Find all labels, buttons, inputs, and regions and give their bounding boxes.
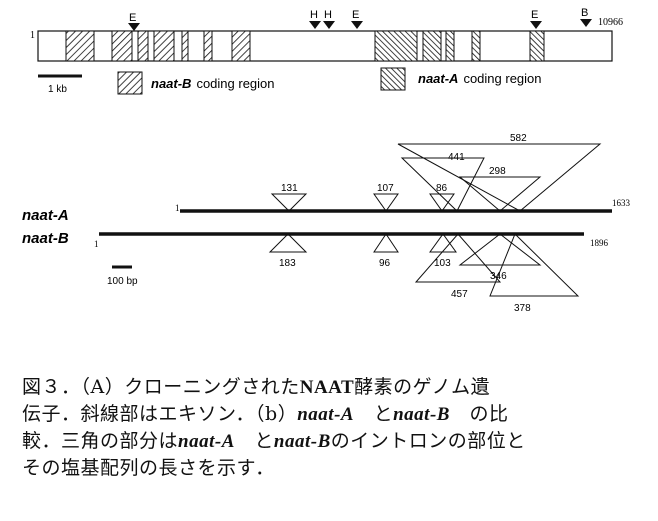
- scale-bar-1kb-label: 1 kb: [48, 84, 67, 95]
- caption-line: 図３．（A）クローニングされたNAAT酵素のゲノム遺: [22, 374, 642, 401]
- caption-text: 較．三角の部分は: [22, 430, 179, 452]
- intron-length-label: 298: [489, 166, 506, 177]
- naat-b-intron-labels: 183 96 103 346 457 378: [279, 258, 531, 314]
- intron-triangle: [458, 176, 542, 212]
- caption-text: と: [354, 403, 394, 425]
- naat-a-end-label: 1633: [612, 198, 631, 208]
- caption-text: の比: [449, 403, 509, 425]
- intron-triangle: [373, 233, 399, 253]
- caption-line: 伝子．斜線部はエキソン．（b）naat-A とnaat-B の比: [22, 401, 642, 428]
- intron-triangle: [397, 143, 602, 212]
- site-marker: H: [309, 9, 321, 29]
- exon-a: [445, 30, 455, 62]
- caption-text: naat-A: [297, 404, 355, 425]
- intron-triangle: [414, 233, 502, 283]
- intron-triangle: [489, 233, 580, 297]
- gene-start-label: 1: [30, 30, 35, 41]
- gene-bar: [37, 30, 613, 62]
- triangle-marker-icon: [580, 19, 592, 27]
- exon-a: [529, 30, 545, 62]
- scale-bar-100bp-label: 100 bp: [107, 276, 138, 287]
- naat-a-gene-label: naat-A: [22, 207, 69, 224]
- gene-end-label: 10966: [598, 17, 623, 28]
- site-marker: B: [580, 7, 592, 27]
- site-label: H: [310, 9, 318, 21]
- intron-length-label: 346: [490, 271, 507, 282]
- intron-length-label: 131: [281, 183, 298, 194]
- triangle-marker-icon: [323, 21, 335, 29]
- caption-text: と: [234, 430, 274, 452]
- intron-length-label: 582: [510, 133, 527, 144]
- caption-text: その塩基配列の長さを示す．: [22, 457, 275, 479]
- site-label: E: [352, 9, 359, 21]
- caption-line: その塩基配列の長さを示す．: [22, 455, 642, 481]
- naat-a-introns: [270, 143, 602, 212]
- triangle-marker-icon: [309, 21, 321, 29]
- exon-a: [422, 30, 442, 62]
- triangle-marker-icon: [530, 21, 542, 29]
- triangle-marker-icon: [351, 21, 363, 29]
- exon-b: [111, 30, 133, 62]
- caption-text: naat-A: [178, 431, 235, 452]
- caption-text: 伝子．斜線部はエキソン．（b）: [22, 403, 298, 425]
- intron-length-label: 378: [514, 303, 531, 314]
- naat-b-introns: [268, 233, 580, 297]
- intron-length-label: 457: [451, 289, 468, 300]
- naat-b-start-label: 1: [94, 239, 99, 249]
- intron-triangle: [268, 233, 308, 253]
- intron-length-label: 183: [279, 258, 296, 269]
- naat-b-exons: [65, 30, 251, 62]
- intron-length-label: 441: [448, 152, 465, 163]
- intron-triangle: [373, 193, 399, 212]
- exon-b: [137, 30, 149, 62]
- naat-b-gene-label: naat-B: [22, 230, 69, 247]
- intron-length-label: 103: [434, 258, 451, 269]
- legend-swatch-naat-a: [380, 67, 406, 91]
- caption-text: naat-B: [273, 431, 331, 452]
- intron-comparison: naat-A naat-B 1 1633 1 1896 131 107 86 4…: [22, 133, 631, 314]
- intron-triangle: [429, 233, 457, 253]
- site-label: E: [531, 9, 538, 21]
- intron-triangle: [270, 193, 308, 212]
- site-marker: E: [530, 9, 542, 29]
- genomic-map: 1 10966 E H: [30, 7, 623, 95]
- naat-a-exons: [374, 30, 545, 62]
- exon-a: [374, 30, 418, 62]
- caption-text: 酵素のゲノム遺: [354, 376, 491, 398]
- site-marker: H: [323, 9, 335, 29]
- figure-caption: 図３．（A）クローニングされたNAAT酵素のゲノム遺 伝子．斜線部はエキソン．（…: [22, 374, 642, 481]
- site-marker: E: [128, 12, 140, 31]
- naat-b-end-label: 1896: [590, 238, 609, 248]
- intron-length-label: 107: [377, 183, 394, 194]
- exon-b: [231, 30, 251, 62]
- intron-length-label: 96: [379, 258, 391, 269]
- naat-a-start-label: 1: [175, 203, 180, 213]
- triangle-marker-icon: [128, 23, 140, 31]
- caption-text: naat-B: [393, 404, 450, 425]
- intron-length-label: 86: [436, 183, 448, 194]
- exon-b: [181, 30, 189, 62]
- caption-line: 較．三角の部分はnaat-A とnaat-Bのイントロンの部位と: [22, 428, 642, 455]
- exon-b: [203, 30, 213, 62]
- site-label: B: [581, 7, 588, 19]
- legend-swatch-naat-b: [117, 71, 143, 95]
- exon-b: [65, 30, 95, 62]
- site-label: H: [324, 9, 332, 21]
- site-marker: E: [351, 9, 363, 29]
- intron-triangle: [458, 233, 542, 266]
- caption-text: のイントロンの部位と: [330, 430, 526, 452]
- site-label: E: [129, 12, 136, 24]
- restriction-sites: E H H E E B: [128, 7, 592, 31]
- exon-b: [153, 30, 175, 62]
- exon-a: [471, 30, 481, 62]
- intron-triangle: [400, 157, 485, 212]
- naat-a-intron-labels: 131 107 86 441 298 582: [281, 133, 527, 194]
- caption-text: 図３．（A）クローニングされた: [22, 376, 300, 398]
- caption-text: NAAT: [299, 377, 355, 398]
